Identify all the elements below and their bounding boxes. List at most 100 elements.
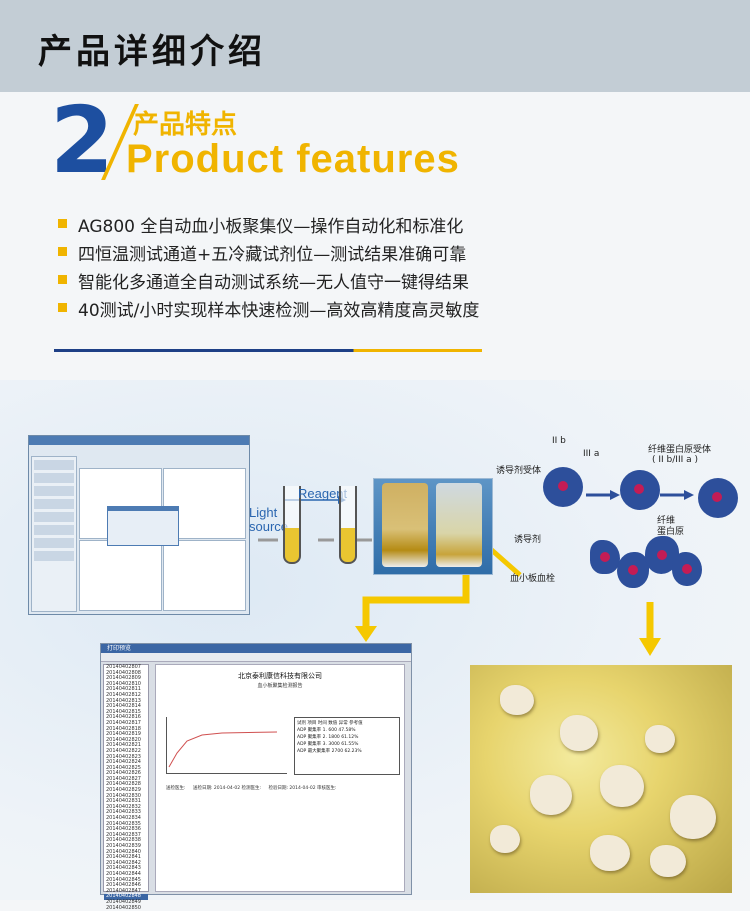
light-source-label: Light source (249, 505, 289, 534)
iiia-label: III a (583, 449, 600, 459)
list-item[interactable]: 20140402813 (106, 697, 141, 704)
footer-mid: 送检日期: 2014-04-02 检测医生: (192, 786, 262, 791)
header-bar: 产品详细介绍 (0, 0, 750, 92)
platelet-cell-icon (672, 552, 702, 586)
list-item[interactable]: 20140402827 (106, 775, 141, 782)
list-item[interactable]: 20140402836 (106, 826, 141, 833)
feature-text: 四恒温测试通道+五冷藏试剂位—测试结果准确可靠 (78, 245, 467, 265)
list-item[interactable]: 20140402840 (106, 848, 141, 855)
list-item[interactable]: 20140402832 (106, 803, 141, 810)
list-item[interactable]: 20140402818 (106, 725, 141, 732)
list-item[interactable]: 20140402847 (106, 887, 141, 894)
footer-left: 送检医生: (166, 786, 186, 791)
list-item[interactable]: 20140402843 (106, 865, 141, 872)
bullet-icon (58, 247, 67, 256)
list-item[interactable]: 20140402826 (106, 770, 141, 777)
list-item[interactable]: 20140402846 (106, 882, 141, 889)
list-item[interactable]: 20140402848 (104, 894, 148, 900)
list-item[interactable]: 20140402837 (106, 831, 141, 838)
feature-item: 四恒温测试通道+五冷藏试剂位—测试结果准确可靠 (58, 240, 479, 268)
window-toolbar (101, 653, 411, 662)
list-item[interactable]: 20140402812 (106, 691, 141, 698)
fib-receptor-sub-label: ( II b/III a ) (652, 455, 698, 465)
list-item[interactable]: 20140402835 (106, 820, 141, 827)
fibrinogen-label: 纤维 蛋白原 (657, 516, 685, 537)
list-item[interactable]: 20140402838 (106, 837, 141, 844)
feature-item: 智能化多通道全自动测试系统—无人值守一键得结果 (58, 268, 479, 296)
list-item[interactable]: 20140402833 (106, 809, 141, 816)
list-item[interactable]: 20140402824 (106, 759, 141, 766)
section-title-en: Product features (126, 137, 460, 181)
feature-text: 40测试/小时实现样本快速检测—高效高精度高灵敏度 (78, 301, 480, 321)
list-item[interactable]: 20140402807 (106, 664, 141, 670)
channel-plot (79, 540, 162, 611)
feature-list: AG800 全自动血小板聚集仪—操作自动化和标准化 四恒温测试通道+五冷藏试剂位… (58, 212, 479, 324)
inducer-label: 诱导剂 (514, 535, 542, 545)
list-item[interactable]: 20140402830 (106, 792, 141, 799)
bullet-icon (58, 275, 67, 284)
table-row: ADP 聚集率 1. 600 47.58% (297, 728, 356, 733)
list-item[interactable]: 20140402845 (106, 876, 141, 883)
feature-text: 智能化多通道全自动测试系统—无人值守一键得结果 (78, 273, 469, 293)
list-item[interactable]: 20140402817 (106, 719, 141, 726)
list-item[interactable]: 20140402850 (106, 904, 141, 911)
list-item[interactable]: 20140402811 (106, 686, 141, 693)
list-item[interactable]: 20140402809 (106, 675, 141, 682)
list-item[interactable]: 20140402842 (106, 859, 141, 866)
list-item[interactable]: 20140402825 (106, 764, 141, 771)
arrowhead-icon (610, 490, 620, 500)
list-item[interactable]: 20140402810 (106, 680, 141, 687)
arrowhead-icon (684, 490, 694, 500)
section-title-cn: 产品特点 (133, 110, 238, 140)
platelet-micrograph (470, 665, 732, 893)
list-item[interactable]: 20140402820 (106, 736, 141, 743)
list-item[interactable]: 20140402839 (106, 843, 141, 849)
feature-item: AG800 全自动血小板聚集仪—操作自动化和标准化 (58, 212, 479, 240)
aggregation-curve (166, 717, 287, 774)
window-titlebar: 打印预览 (101, 644, 411, 653)
page-title: 产品详细介绍 (38, 32, 266, 72)
iib-label: II b (552, 436, 566, 446)
divider-rule (54, 349, 482, 352)
settings-dialog (107, 506, 179, 546)
list-item[interactable]: 20140402819 (106, 731, 141, 738)
section-number: 2 (50, 87, 115, 194)
list-item[interactable]: 20140402808 (106, 669, 141, 676)
arrowhead-icon (639, 638, 661, 656)
list-item[interactable]: 20140402816 (106, 714, 141, 721)
list-item[interactable]: 20140402814 (106, 703, 141, 710)
flow-arrow (362, 575, 470, 628)
platelet-cell-icon (620, 470, 660, 510)
feature-text: AG800 全自动血小板聚集仪—操作自动化和标准化 (78, 217, 464, 237)
report-name: 血小板聚集检测报告 (257, 683, 303, 689)
arrowhead-icon (355, 626, 377, 642)
list-item[interactable]: 20140402821 (106, 742, 141, 749)
list-item[interactable]: 20140402834 (106, 815, 141, 822)
window-titlebar (29, 436, 249, 445)
table-row: ADP 聚集率 3. 3000 61.55% (297, 742, 359, 747)
inducer-receptor-label: 诱导剂受体 (496, 466, 542, 476)
platelet-cell-icon (543, 467, 583, 507)
feature-item: 40测试/小时实现样本快速检测—高效高精度高灵敏度 (58, 296, 479, 324)
list-item[interactable]: 20140402841 (106, 854, 141, 861)
platelet-cell-icon (590, 540, 620, 574)
list-item[interactable]: 20140402823 (106, 753, 141, 760)
table-row: ADP 聚集率 2. 1800 61.12% (297, 735, 359, 740)
report-company: 北京泰利康信科技有限公司 (238, 672, 322, 680)
platelet-cell-icon (698, 478, 738, 518)
window-sidebar (31, 456, 77, 612)
list-item[interactable]: 20140402831 (106, 798, 141, 805)
bullet-icon (58, 219, 67, 228)
list-item[interactable]: 20140402815 (106, 708, 141, 715)
reagent-label: Reagent (298, 486, 348, 501)
tube-icon (436, 483, 482, 567)
list-item[interactable]: 20140402822 (106, 747, 141, 754)
list-item[interactable]: 20140402828 (106, 781, 141, 788)
tube-icon (382, 483, 428, 567)
list-item[interactable]: 20140402829 (106, 787, 141, 794)
list-item[interactable]: 20140402844 (106, 870, 141, 877)
curve-svg (168, 731, 278, 768)
